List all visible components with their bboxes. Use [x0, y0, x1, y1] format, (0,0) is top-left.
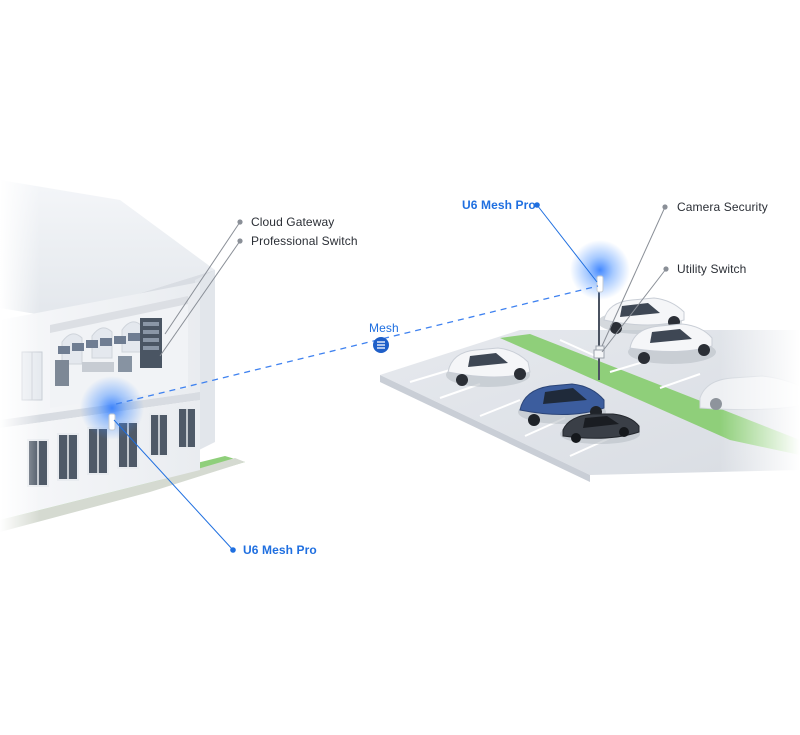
car-white-suv-front	[446, 347, 531, 387]
mesh-icon	[373, 337, 389, 353]
u6-mesh-pro-right-label: U6 Mesh Pro	[462, 198, 536, 212]
utility-switch-label: Utility Switch	[677, 262, 747, 276]
utility-switch-device	[593, 349, 605, 359]
building	[0, 170, 245, 550]
car-dark-sedan	[560, 413, 640, 444]
leader-lines	[113, 202, 669, 553]
car-white-suv-back-2	[628, 323, 716, 364]
cloud-gateway-label: Cloud Gateway	[251, 215, 335, 229]
u6-mesh-pro-left-label: U6 Mesh Pro	[243, 543, 317, 557]
professional-switch-label: Professional Switch	[251, 234, 358, 248]
u6-mesh-pro-device-left	[108, 413, 116, 431]
mesh-label: Mesh	[369, 321, 399, 335]
parking-lot	[380, 297, 800, 490]
u6-mesh-pro-device-right	[596, 275, 604, 293]
ap-glow-left	[80, 376, 144, 440]
camera-security-label: Camera Security	[677, 200, 768, 214]
ap-glow-right	[570, 240, 630, 300]
server-rack-icon	[140, 318, 162, 368]
building-roof	[0, 180, 215, 318]
mesh-link-line	[115, 285, 599, 405]
